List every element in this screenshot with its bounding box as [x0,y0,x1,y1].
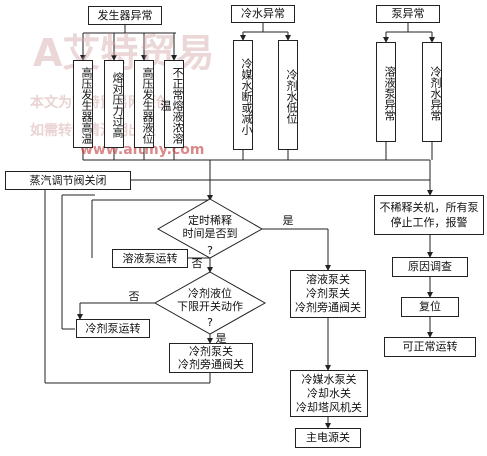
generator-item-4: 不正常熔液浓溶温 [159,60,184,148]
yes-label-1: 是 [282,214,294,227]
no-label-1: 否 [191,257,203,270]
no-label-2: 否 [128,290,140,303]
coolant-item-1: 冷媒水断或减小 [233,40,253,150]
yes-label-2: 是 [215,332,227,345]
pump-item-1: 溶液泵异常 [376,42,396,142]
generator-abnormal-header: 发生器异常 [88,6,162,25]
question-mark-1: ? [207,244,213,257]
coolant-abnormal-header: 冷水异常 [231,5,295,23]
coolant-item-2: 冷剂水低位 [278,40,298,150]
decision-diamond-2 [153,271,267,335]
main-power-off-box: 主电源关 [295,428,361,448]
refrigerant-pump-off-box: 冷剂泵关 冷剂旁通阀关 [169,343,253,373]
generator-item-1: 高压发生器高温 [73,60,93,148]
solution-pump-run-box: 溶液泵运转 [112,249,188,268]
level-switch-decision-text: 冷剂液位 下限开关动作 [177,287,243,313]
shutdown-alarm-box: 不稀释关机，所有泵 停止工作，报警 [374,195,484,235]
decision-diamond-1 [156,198,264,259]
generator-item-3: 高压发生器液位 [134,60,154,148]
solution-pump-off-box: 溶液泵关 冷剂泵关 冷剂旁通阀关 [290,270,366,318]
refrigerant-pump-run-box: 冷剂泵运转 [76,319,150,338]
steam-valve-close-box: 蒸汽调节阀关闭 [5,171,131,190]
dilute-timer-decision-text: 定时稀释 时间是否到 [182,214,238,240]
pump-abnormal-header: 泵异常 [376,5,440,23]
pump-item-2: 冷剂水异常 [422,42,442,142]
investigate-box: 原因调查 [392,257,468,277]
water-pumps-off-box: 冷媒水泵关 冷却水关 冷却塔风机关 [290,370,368,417]
normal-run-box: 可正常运转 [384,337,476,357]
generator-item-2: 熔对压力过高 [104,60,124,148]
question-mark-2: ? [207,316,213,329]
reset-box: 复位 [401,297,459,317]
